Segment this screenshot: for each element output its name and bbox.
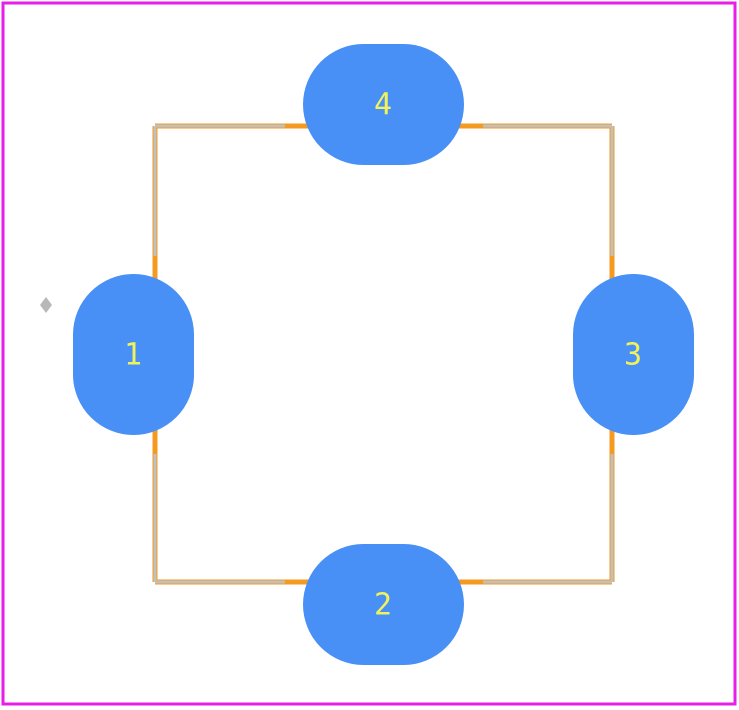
pad-2-label: 2 (374, 588, 392, 623)
pad-4[interactable]: 4 (303, 44, 464, 165)
pad-1-shape (73, 274, 194, 435)
pad-2[interactable]: 2 (303, 544, 464, 665)
pad-4-shape (303, 44, 464, 165)
origin-marker-icon (40, 297, 52, 313)
pad-3[interactable]: 3 (573, 274, 694, 435)
pad-3-shape (573, 274, 694, 435)
pad-4-label: 4 (374, 88, 392, 123)
pad-1[interactable]: 1 (73, 274, 194, 435)
pad-1-label: 1 (124, 338, 142, 373)
silkscreen-outline (152, 123, 615, 585)
pad-2-shape (303, 544, 464, 665)
pad-3-label: 3 (624, 338, 642, 373)
fab-outline (153, 124, 614, 584)
